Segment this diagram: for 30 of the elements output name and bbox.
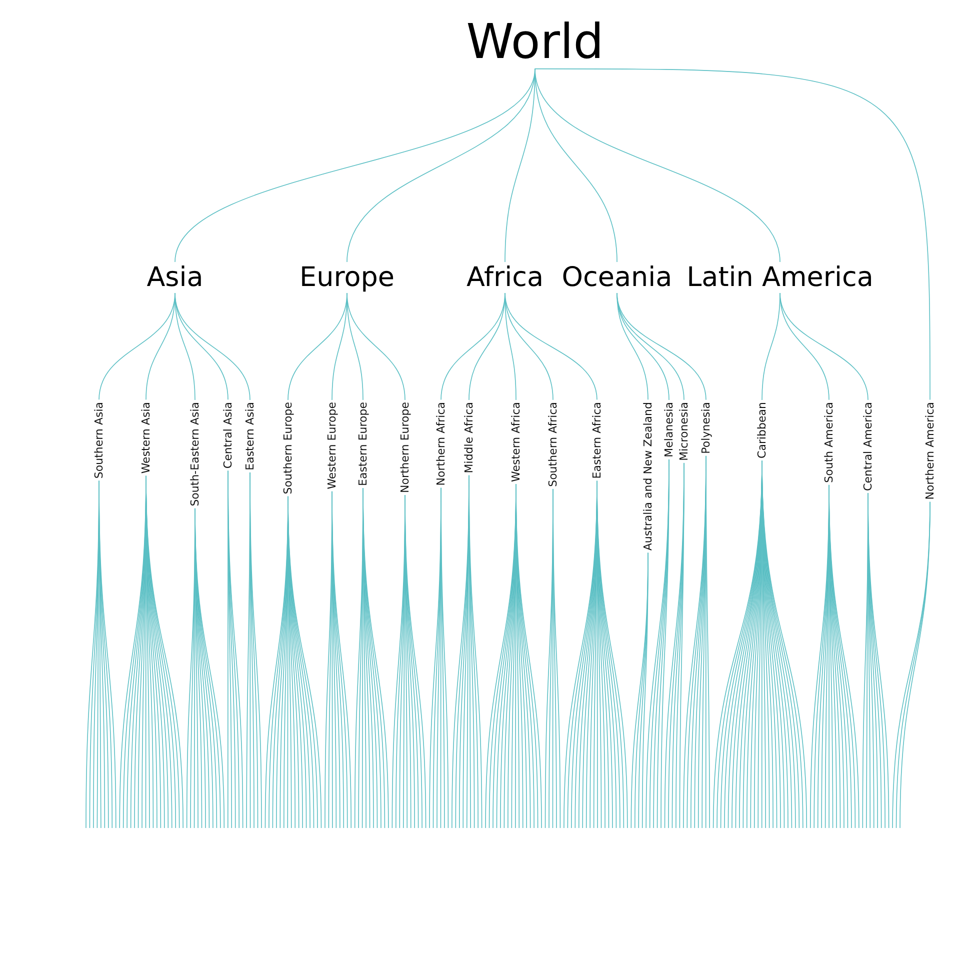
- region-label: Australia and New Zealand: [642, 400, 654, 553]
- region-label: Eastern Europe: [356, 400, 370, 488]
- region-label: Central America: [862, 400, 874, 493]
- branch-line: [534, 68, 930, 400]
- region-label: Melanesia: [662, 400, 676, 460]
- region-label: Caribbean: [756, 400, 768, 460]
- region-label: Southern Asia: [92, 400, 106, 481]
- branch-line: [642, 552, 648, 828]
- region-label: South America: [822, 400, 836, 485]
- region-label: Northern America: [924, 400, 936, 502]
- branch-line: [174, 292, 250, 400]
- region-label: Southern Africa: [546, 400, 560, 489]
- branch-line: [780, 292, 868, 400]
- region-label: Northern Africa: [434, 400, 448, 488]
- region-label: Central Asia: [222, 400, 234, 471]
- branch-line: [346, 292, 406, 400]
- region-label: Eastern Asia: [244, 400, 256, 472]
- branch-line: [534, 68, 780, 262]
- region-label: Western Africa: [510, 400, 522, 484]
- branch-line: [616, 292, 706, 400]
- region-label: Western Europe: [326, 400, 338, 492]
- region-label: Polynesia: [700, 400, 712, 456]
- region-label: South-Eastern Asia: [188, 400, 202, 508]
- region-label: Middle Africa: [462, 400, 476, 476]
- root-label: World: [466, 16, 604, 69]
- region-label: Eastern Africa: [590, 400, 604, 481]
- region-label: Micronesia: [678, 400, 690, 463]
- region-label: Western Asia: [140, 400, 152, 476]
- branch-line: [504, 292, 598, 400]
- region-label: Southern Europe: [282, 400, 294, 496]
